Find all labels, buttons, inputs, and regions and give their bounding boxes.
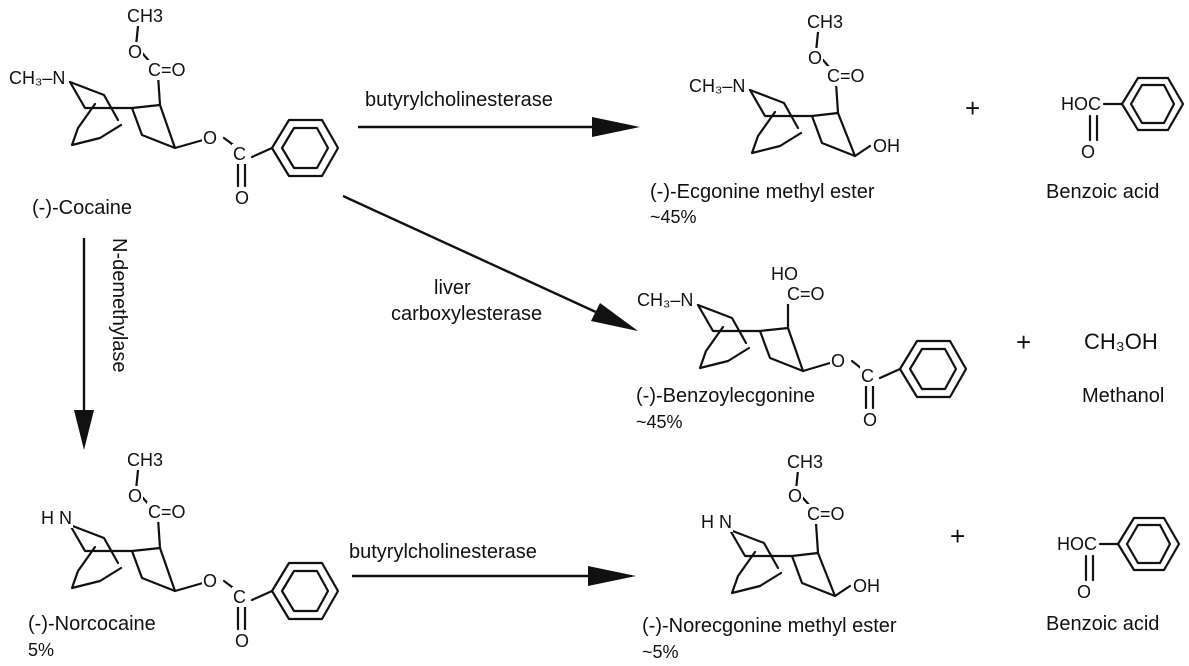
ba1-hoc-label: HOC <box>1060 94 1102 114</box>
cocaine-structure <box>68 24 340 188</box>
norcocaine-nh-label: H N <box>40 508 73 528</box>
methanol-name: Methanol <box>1082 385 1165 407</box>
ba1-o-label: O <box>1080 142 1097 162</box>
enzyme-top-label: butyrylcholinesterase <box>365 89 553 111</box>
eme-carbonyl-label: C=O <box>826 66 866 86</box>
plus-sign-bottom: + <box>950 521 966 551</box>
cocaine-carbonyl-label: C=O <box>147 60 187 80</box>
benzoylecgonine-yield: ~45% <box>636 412 683 432</box>
methanol-formula: CH₃OH <box>1084 329 1158 354</box>
benzoic-acid-1-name: Benzoic acid <box>1046 181 1160 203</box>
benzoic-acid-2-structure <box>1084 516 1181 582</box>
be-benzoate-c-label: C <box>860 366 875 386</box>
be-benzoate-o-label: O <box>830 351 847 371</box>
neme-ch3-label: CH3 <box>786 452 825 472</box>
cocaine-benzoate-o-label: O <box>202 128 219 148</box>
arrow-diagonal <box>342 194 638 331</box>
plus-sign-middle: + <box>1016 327 1032 357</box>
be-benzoate-carbonyl-o-label: O <box>862 410 879 430</box>
eme-n-methyl-label: CH₃–N <box>688 76 747 96</box>
enzyme-bottom-label: butyrylcholinesterase <box>349 541 537 563</box>
cocaine-n-methyl-label: CH₃–N <box>8 68 67 88</box>
benzoic-acid-2-name: Benzoic acid <box>1046 613 1160 635</box>
norecgonine-methyl-ester-name: (-)-Norecgonine methyl ester <box>642 615 897 637</box>
be-carbonyl-label: C=O <box>786 284 826 304</box>
ba2-o-label: O <box>1076 582 1093 602</box>
eme-ch3-label: CH3 <box>806 12 845 32</box>
norcocaine-structure <box>68 468 340 631</box>
enzyme-middle-label-line1: liver <box>434 277 471 299</box>
norcocaine-ester-o-label: O <box>127 486 144 506</box>
neme-ester-o-label: O <box>787 486 804 506</box>
ba2-hoc-label: HOC <box>1056 534 1098 554</box>
arrow-vertical <box>74 238 94 450</box>
eme-oh-label: OH <box>872 136 901 156</box>
norcocaine-carbonyl-label: C=O <box>147 502 187 522</box>
neme-nh-label: H N <box>700 512 733 532</box>
norcocaine-benzoate-carbonyl-o-label: O <box>234 631 251 651</box>
plus-sign-top: + <box>965 93 981 123</box>
norecgonine-methyl-ester-yield: ~5% <box>642 642 679 662</box>
benzoic-acid-1-structure <box>1088 76 1185 142</box>
arrow-top <box>358 117 640 137</box>
neme-carbonyl-label: C=O <box>806 504 846 524</box>
be-ho-label: HO <box>770 264 799 284</box>
cocaine-benzoate-carbonyl-o-label: O <box>234 188 251 208</box>
arrow-bottom <box>352 566 636 586</box>
enzyme-vertical-label: N-demethylase <box>108 238 130 373</box>
norcocaine-ch3-label: CH3 <box>126 450 165 470</box>
cocaine-benzoate-c-label: C <box>232 144 247 164</box>
norcocaine-benzoate-c-label: C <box>232 587 247 607</box>
ecgonine-methyl-ester-yield: ~45% <box>650 207 697 227</box>
cocaine-ester-o-label: O <box>127 42 144 62</box>
neme-oh-label: OH <box>852 576 881 596</box>
benzoylecgonine-name: (-)-Benzoylecgonine <box>636 385 815 407</box>
cocaine-name: (-)-Cocaine <box>32 197 133 219</box>
cocaine-ch3-label: CH3 <box>126 6 165 26</box>
norcocaine-yield: 5% <box>28 640 55 660</box>
enzyme-middle-label-line2: carboxylesterase <box>391 303 543 325</box>
ecgonine-methyl-ester-name: (-)-Ecgonine methyl ester <box>650 181 875 203</box>
eme-ester-o-label: O <box>807 48 824 68</box>
norecgonine-methyl-ester-structure <box>728 468 852 598</box>
benzoylecgonine-structure <box>696 298 968 410</box>
be-n-methyl-label: CH₃–N <box>636 290 695 310</box>
norcocaine-name: (-)-Norcocaine <box>28 613 156 635</box>
norcocaine-benzoate-o-label: O <box>202 571 219 591</box>
